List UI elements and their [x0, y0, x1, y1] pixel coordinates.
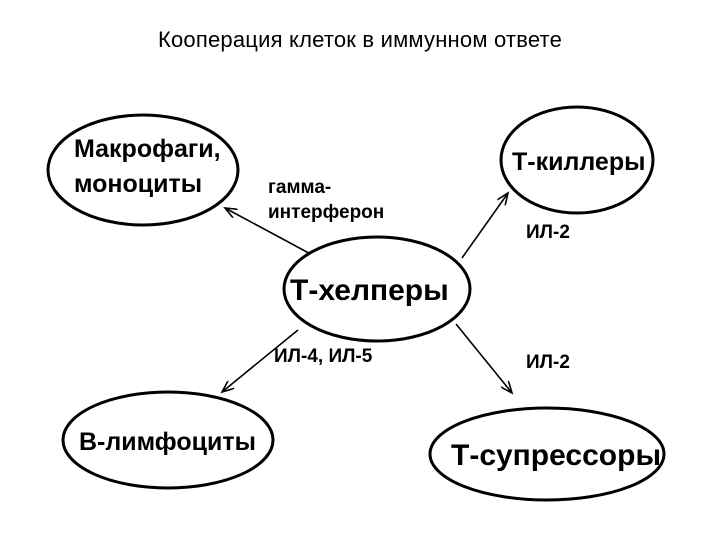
node-t-killers: Т-киллеры: [499, 105, 655, 215]
node-macrophages-line2: моноциты: [74, 170, 202, 198]
node-t-killers-label: Т-киллеры: [512, 148, 645, 176]
node-macrophages: Макрофаги, моноциты: [46, 113, 240, 227]
arrow-to-b-lymphocytes: [222, 329, 299, 392]
diagram-title: Кооперация клеток в иммунном ответе: [157, 27, 563, 52]
edge-label-gamma-line1: гамма-: [268, 177, 331, 198]
node-t-suppressors-label: Т-супрессоры: [451, 439, 661, 472]
arrow-to-macrophages: [225, 208, 319, 259]
edge-label-gamma-line2: интерферон: [268, 202, 384, 223]
arrow-to-t-suppressors: [455, 323, 512, 393]
node-t-helpers: Т-хелперы: [282, 235, 472, 343]
node-macrophages-line1: Макрофаги,: [74, 135, 221, 163]
node-b-lymphocytes: В-лимфоциты: [61, 390, 275, 490]
edge-label-t-killers: ИЛ-2: [526, 222, 570, 243]
arrow-to-t-killers: [461, 193, 508, 259]
node-b-lymphocytes-label: В-лимфоциты: [79, 428, 256, 456]
edge-label-t-suppressors: ИЛ-2: [526, 352, 570, 373]
edge-label-b-lymphocytes: ИЛ-4, ИЛ-5: [274, 346, 373, 367]
node-t-suppressors: Т-супрессоры: [428, 406, 666, 502]
node-t-helpers-label: Т-хелперы: [290, 274, 449, 307]
